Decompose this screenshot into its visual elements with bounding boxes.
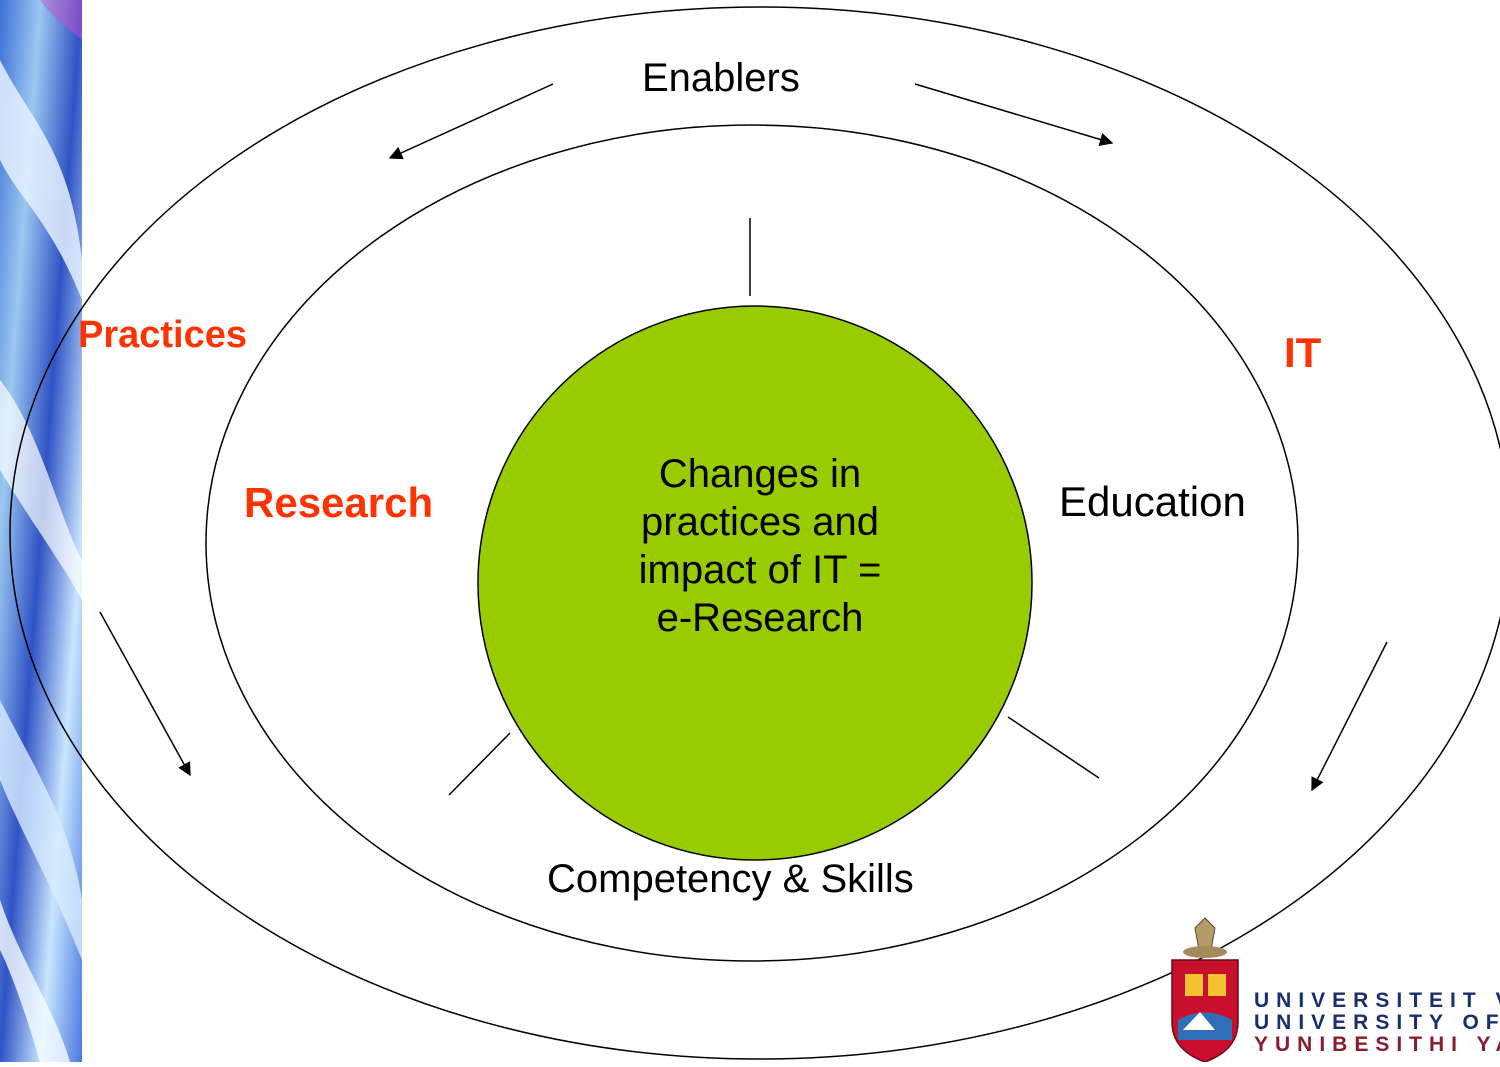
university-logo-text: UNIVERSITEIT VAN PRETORIA UNIVERSITY OF … <box>1254 990 1500 1062</box>
arrow-left-down <box>99 611 191 777</box>
arrow-right-down <box>1311 641 1388 792</box>
outer-ellipse <box>9 6 1500 1060</box>
center-line-2: practices and <box>641 500 879 544</box>
arrow-enablers-right <box>914 83 1114 146</box>
arrow-enablers-left <box>388 83 554 160</box>
label-it: IT <box>1284 329 1322 376</box>
center-circle <box>477 305 1033 861</box>
university-crest-icon <box>1171 917 1239 1063</box>
center-line-4: e-Research <box>656 596 864 640</box>
center-line-1: Changes in <box>658 452 862 496</box>
label-competency-skills: Competency & Skills <box>547 857 914 901</box>
center-line-3: impact of IT = <box>638 548 882 592</box>
label-practices: Practices <box>78 314 248 356</box>
logo-line-3: YUNIBESITHI YA PRETORIA <box>1254 1033 1500 1056</box>
label-research: Research <box>244 479 434 526</box>
label-education: Education <box>1059 478 1246 525</box>
decorative-strip <box>0 0 82 1062</box>
center-text: Changes in practices and impact of IT = … <box>560 450 960 642</box>
connector-bottom-right <box>1007 716 1100 779</box>
connector-bottom-left <box>448 732 511 796</box>
logo-line-1: UNIVERSITEIT VAN PRETORIA <box>1254 990 1500 1012</box>
logo-line-2: UNIVERSITY OF PRETORIA <box>1254 1011 1500 1034</box>
inner-ellipse <box>205 124 1299 962</box>
label-enablers: Enablers <box>642 56 800 100</box>
